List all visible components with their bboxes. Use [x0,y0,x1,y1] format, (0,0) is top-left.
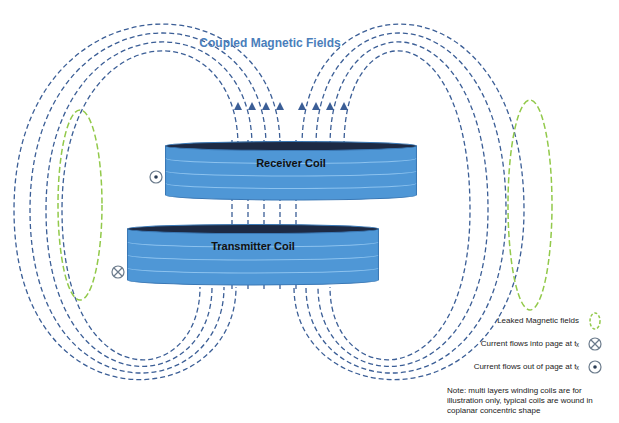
note-text: Note: multi layers winding coils are for… [447,386,617,416]
field-arrow [234,102,242,110]
current-out-symbol [584,357,608,377]
legend-text: Leaked Magnetic fields [379,316,579,325]
field-line [62,51,238,360]
field-arrow [340,102,348,110]
coil-label: Receiver Coil [165,157,417,169]
field-arrow [276,102,284,110]
field-line [330,51,470,360]
legend-text: Current flows out of page at tₓ [379,362,579,371]
current-in-symbol [584,334,608,354]
transmitter-coil: Transmitter Coil [127,224,379,286]
legend-text: Current flows into page at tₓ [379,339,579,348]
receiver-coil: Receiver Coil [165,141,417,201]
field-line [46,42,252,366]
leaked-field [508,100,552,310]
field-line [294,24,524,380]
field-arrow [298,102,306,110]
leaked-field-sample [584,311,608,331]
current-in-symbol [112,266,124,278]
field-arrow [326,102,334,110]
field-line [306,33,506,373]
field-arrow [248,102,256,110]
cylinder-shape [127,224,379,286]
cylinder-shape [165,141,417,201]
diagram-title: Coupled Magnetic Fields [150,36,390,50]
coil-label: Transmitter Coil [127,240,379,252]
current-out-symbol [150,171,162,183]
leaked-field [58,110,102,300]
field-line [318,42,488,366]
field-arrow [312,102,320,110]
field-line [14,24,280,380]
field-arrow [262,102,270,110]
field-line [30,33,266,373]
